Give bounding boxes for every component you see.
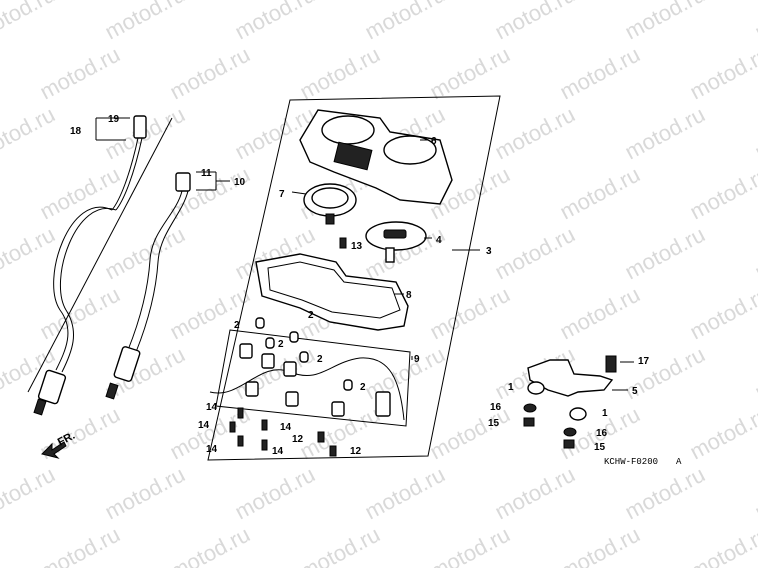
watermark-text: motod.ru <box>621 0 709 44</box>
watermark-text: motod.ru <box>686 42 758 105</box>
watermark-text: motod.ru <box>36 162 124 225</box>
callout-10: 10 <box>234 177 246 188</box>
watermark-text: motod.ru <box>36 282 124 345</box>
watermark-text: motod.ru <box>686 522 758 568</box>
watermark-text: motod.ru <box>0 0 59 44</box>
watermark-text: motod.ru <box>491 222 579 285</box>
front-direction-arrow <box>41 441 67 459</box>
watermark-text: motod.ru <box>491 0 579 44</box>
watermark-text: motod.ru <box>296 522 384 568</box>
watermark-text: motod.ru <box>686 282 758 345</box>
watermark-text: motod.ru <box>751 222 758 285</box>
callout-2a: 2 <box>234 320 240 331</box>
watermark-text: motod.ru <box>426 42 514 105</box>
watermark-text: motod.ru <box>426 522 514 568</box>
callout-15a: 15 <box>488 418 500 429</box>
watermark-text: motod.ru <box>36 522 124 568</box>
assembly-frame <box>207 95 501 461</box>
callout-16a: 16 <box>490 402 502 413</box>
watermark-text: motod.ru <box>101 0 189 44</box>
callout-14e: 14 <box>272 446 284 457</box>
watermark-text: motod.ru <box>0 102 59 165</box>
meter-case-upper <box>299 109 453 205</box>
tachometer-cable <box>105 172 191 400</box>
callout-19: 19 <box>108 114 120 125</box>
watermark-text: motod.ru <box>361 0 449 44</box>
watermark-text: motod.ru <box>166 42 254 105</box>
callout-18: 18 <box>70 126 82 137</box>
wire-harness <box>209 329 411 427</box>
callout-13: 13 <box>351 241 363 252</box>
callout-14a: 14 <box>206 402 218 413</box>
callout-11: 11 <box>201 168 212 179</box>
callout-4: 4 <box>436 235 442 246</box>
watermark-text: motod.ru <box>751 0 758 44</box>
screws <box>229 237 347 457</box>
bulbs <box>255 317 353 391</box>
callout-14d: 14 <box>280 422 292 433</box>
diagram-suffix: A <box>676 457 682 467</box>
callout-1a: 1 <box>508 382 514 393</box>
callout-17: 17 <box>638 356 650 367</box>
watermark-text: motod.ru <box>361 462 449 525</box>
watermark-text: motod.ru <box>426 282 514 345</box>
diagram-code: KCHW-F0200 <box>604 457 658 467</box>
watermark-text: motod.ru <box>296 42 384 105</box>
callouts: 19 18 11 10 6 7 4 3 13 8 2 2 2 2 2 9 14 … <box>70 114 650 457</box>
watermark-text: motod.ru <box>751 342 758 405</box>
callout-12b: 12 <box>350 446 362 457</box>
watermark-text: motod.ru <box>101 222 189 285</box>
callout-2b: 2 <box>308 310 314 321</box>
leader-lines <box>95 117 634 391</box>
callout-2e: 2 <box>360 382 366 393</box>
meter-case-lower <box>255 253 409 331</box>
watermark-text: motod.ru <box>36 42 124 105</box>
callout-12a: 12 <box>292 434 304 445</box>
watermark-text: motod.ru <box>0 462 59 525</box>
tachometer <box>365 221 427 263</box>
callout-9: 9 <box>414 354 420 365</box>
watermark-text: motod.ru <box>751 102 758 165</box>
speedometer-cable <box>33 115 147 416</box>
callout-2d: 2 <box>317 354 323 365</box>
watermark-text: motod.ru <box>621 102 709 165</box>
watermark-text: motod.ru <box>556 42 644 105</box>
callout-14b: 14 <box>198 420 210 431</box>
watermark-text: motod.ru <box>0 222 59 285</box>
speedometer <box>303 183 357 225</box>
watermark-text: motod.ru <box>556 282 644 345</box>
cable-divider-line <box>27 117 173 393</box>
watermark-text: motod.ru <box>556 522 644 568</box>
callout-7: 7 <box>279 189 285 200</box>
watermark-text: motod.ru <box>621 222 709 285</box>
callout-5: 5 <box>632 386 638 397</box>
watermark-text: motod.ru <box>231 0 319 44</box>
callout-16b: 16 <box>596 428 608 439</box>
watermark-text: motod.ru <box>166 522 254 568</box>
watermark-text: motod.ru <box>166 282 254 345</box>
watermark-text: motod.ru <box>621 462 709 525</box>
watermark-text: motod.ru <box>491 462 579 525</box>
watermark-text: motod.ru <box>556 162 644 225</box>
watermark-text: motod.ru <box>491 102 579 165</box>
callout-3: 3 <box>486 246 492 257</box>
callout-14c: 14 <box>206 444 218 455</box>
watermark-text: motod.ru <box>231 462 319 525</box>
mounting-bracket <box>523 355 617 449</box>
callout-1b: 1 <box>602 408 608 419</box>
watermark-text: motod.ru <box>751 462 758 525</box>
callout-15b: 15 <box>594 442 606 453</box>
watermark-text: motod.ru <box>686 402 758 465</box>
watermark-text: motod.ru <box>101 462 189 525</box>
callout-6: 6 <box>431 136 437 147</box>
callout-2c: 2 <box>278 339 284 350</box>
callout-8: 8 <box>406 290 412 301</box>
watermark-text: motod.ru <box>686 162 758 225</box>
